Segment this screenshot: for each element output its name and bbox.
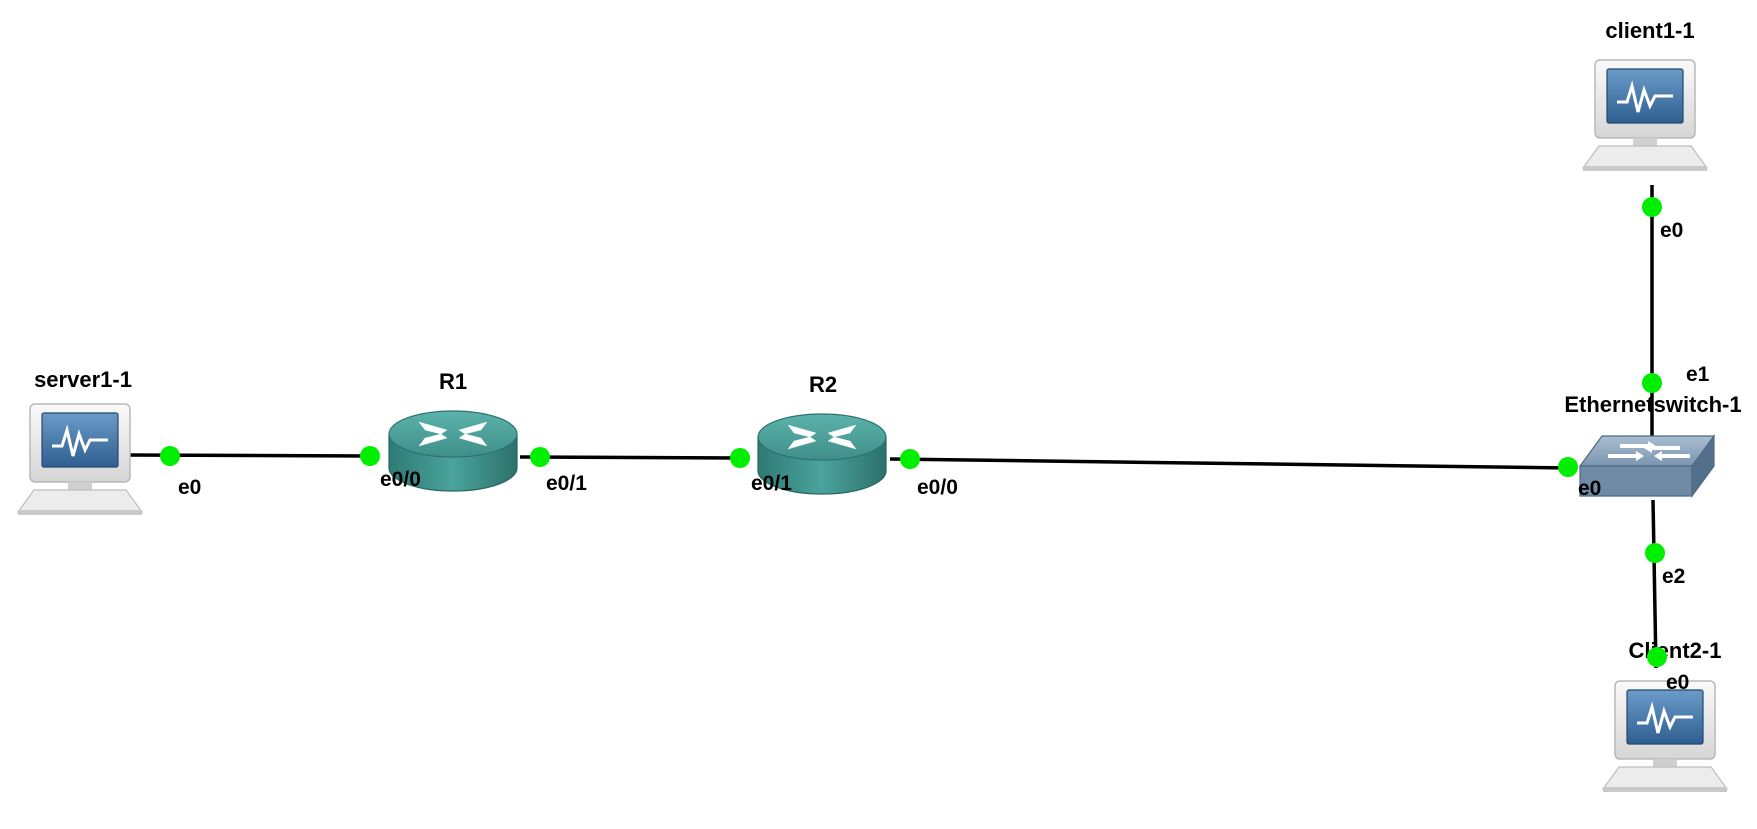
- port-label-r1-e0-0: e0/0: [380, 468, 421, 491]
- port-label-switch-e2: e2: [1662, 565, 1685, 588]
- port-label-switch-e1: e1: [1686, 363, 1710, 386]
- node-client2[interactable]: Client2-1: [1601, 638, 1729, 794]
- port-dot-server-e0[interactable]: [160, 446, 180, 466]
- port-dot-r2-e0-0[interactable]: [900, 449, 920, 469]
- node-r2[interactable]: R2: [757, 372, 887, 495]
- port-label-switch-e0: e0: [1578, 477, 1601, 500]
- node-label-client2: Client2-1: [1629, 638, 1722, 663]
- node-server[interactable]: server1-1: [16, 367, 144, 517]
- port-label-r2-e0-1: e0/1: [751, 472, 792, 495]
- port-dot-switch-e2[interactable]: [1645, 543, 1665, 563]
- link-server-r1[interactable]: [119, 453, 371, 458]
- node-label-r2: R2: [809, 372, 837, 397]
- port-label-r2-e0-0: e0/0: [917, 476, 958, 499]
- node-label-r1: R1: [439, 369, 467, 394]
- port-label-client1-e0: e0: [1660, 219, 1683, 242]
- port-label-r1-e0-1: e0/1: [546, 472, 587, 495]
- port-dot-client2-e0[interactable]: [1647, 647, 1667, 667]
- node-label-server: server1-1: [34, 367, 132, 392]
- node-switch[interactable]: Ethernetswitch-1: [1564, 392, 1742, 497]
- port-dot-r2-e0-1[interactable]: [730, 448, 750, 468]
- link-switch-client2[interactable]: [1651, 499, 1658, 669]
- port-dot-switch-e0[interactable]: [1558, 457, 1578, 477]
- port-dot-client1-e0[interactable]: [1642, 197, 1662, 217]
- link-r2-switch[interactable]: [889, 457, 1571, 470]
- node-label-switch: Ethernetswitch-1: [1564, 392, 1741, 417]
- link-r1-r2[interactable]: [519, 455, 741, 460]
- node-client1[interactable]: client1-1: [1581, 18, 1709, 173]
- port-label-client2-e0: e0: [1666, 671, 1689, 694]
- port-dot-r1-e0-0[interactable]: [360, 446, 380, 466]
- port-label-server-e0: e0: [178, 476, 201, 499]
- node-label-client1: client1-1: [1605, 18, 1694, 43]
- node-r1[interactable]: R1: [388, 369, 518, 492]
- port-dot-r1-e0-1[interactable]: [530, 447, 550, 467]
- computer-icon: [16, 402, 144, 517]
- port-dot-switch-e1[interactable]: [1642, 373, 1662, 393]
- computer-icon: [1581, 58, 1709, 173]
- computer-icon: [1601, 679, 1729, 794]
